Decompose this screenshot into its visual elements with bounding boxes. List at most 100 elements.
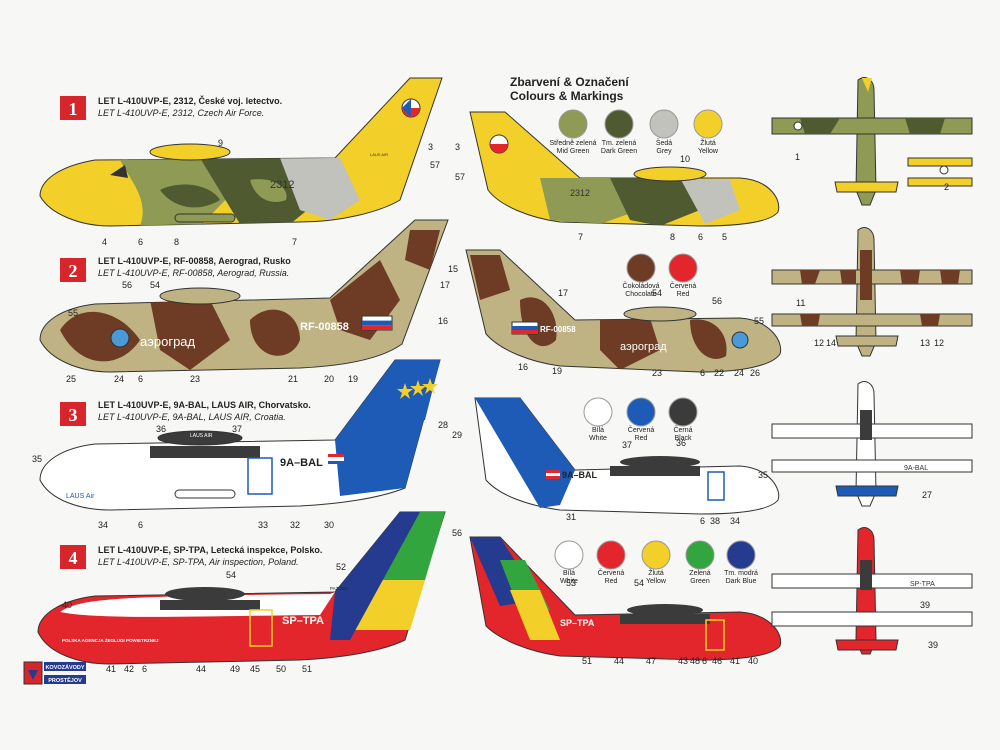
svg-text:8: 8 bbox=[174, 237, 179, 247]
scheme-number-badge: 4 bbox=[60, 545, 86, 569]
aircraft-side-right: 9A–BAL bbox=[474, 397, 780, 515]
svg-text:46: 46 bbox=[712, 656, 722, 666]
svg-text:55: 55 bbox=[68, 308, 78, 318]
svg-text:38: 38 bbox=[710, 516, 720, 526]
svg-text:5: 5 bbox=[722, 232, 727, 242]
svg-text:56: 56 bbox=[712, 296, 722, 306]
aircraft-top-view bbox=[771, 527, 973, 655]
svg-text:24: 24 bbox=[734, 368, 744, 378]
titling-text: LAUS Air bbox=[66, 493, 95, 500]
svg-text:Žlutá: Žlutá bbox=[700, 138, 716, 147]
svg-text:15: 15 bbox=[448, 264, 458, 274]
svg-text:Černá: Černá bbox=[673, 425, 692, 434]
svg-text:36: 36 bbox=[676, 438, 686, 448]
svg-text:35: 35 bbox=[32, 454, 42, 464]
svg-text:42: 42 bbox=[124, 664, 134, 674]
color-swatches: Bílá White Červená Red Černá Black bbox=[583, 397, 698, 442]
svg-text:6: 6 bbox=[138, 374, 143, 384]
scheme-number-badge: 2 bbox=[60, 258, 86, 282]
titling-text: POLSKA AGENCJA ŻEGLUGI POWIETRZNEJ bbox=[62, 637, 159, 643]
svg-text:41: 41 bbox=[106, 664, 116, 674]
svg-text:Červená: Červená bbox=[598, 568, 625, 577]
svg-text:33: 33 bbox=[258, 520, 268, 530]
svg-text:Tm. modrá: Tm. modrá bbox=[724, 570, 758, 577]
callout-top: 39 bbox=[920, 600, 930, 610]
svg-text:57: 57 bbox=[430, 160, 440, 170]
svg-text:31: 31 bbox=[566, 512, 576, 522]
svg-text:Tm. zelená: Tm. zelená bbox=[602, 140, 637, 147]
svg-text:16: 16 bbox=[518, 362, 528, 372]
svg-text:6: 6 bbox=[138, 237, 143, 247]
svg-text:6: 6 bbox=[702, 656, 707, 666]
kovozavody-logo: KOVOZÁVODY PROSTĚJOV bbox=[23, 661, 86, 685]
svg-text:4: 4 bbox=[102, 237, 107, 247]
svg-text:24: 24 bbox=[114, 374, 124, 384]
svg-text:Red: Red bbox=[677, 291, 690, 298]
svg-text:6: 6 bbox=[142, 664, 147, 674]
svg-text:21: 21 bbox=[288, 374, 298, 384]
svg-text:36: 36 bbox=[156, 424, 166, 434]
callout-top: 12 bbox=[934, 338, 944, 348]
aircraft-side-left: SP–TPA POLSKA AGENCJA ŻEGLUGI POWIETRZNE… bbox=[37, 511, 446, 665]
svg-text:30: 30 bbox=[324, 520, 334, 530]
fin-text: PAŻUGA bbox=[330, 585, 348, 591]
svg-text:Červená: Červená bbox=[628, 425, 655, 434]
callouts-right: 53 54 51 44 47 43 48 6 46 41 40 bbox=[566, 578, 758, 666]
svg-text:44: 44 bbox=[614, 656, 624, 666]
svg-text:White: White bbox=[560, 578, 578, 585]
callouts-right: 3 10 57 7 8 6 5 bbox=[455, 142, 727, 242]
callout-top: 14 bbox=[826, 338, 836, 348]
svg-text:32: 32 bbox=[290, 520, 300, 530]
callouts-left: 36 37 28 35 34 6 33 32 30 bbox=[32, 420, 448, 530]
aircraft-top-view bbox=[771, 381, 973, 507]
svg-text:Bílá: Bílá bbox=[563, 570, 575, 577]
svg-text:8: 8 bbox=[670, 232, 675, 242]
callouts-left: 56 52 54 40 41 42 6 44 49 45 50 51 bbox=[62, 528, 462, 674]
svg-text:34: 34 bbox=[730, 516, 740, 526]
svg-text:Mid Green: Mid Green bbox=[557, 148, 590, 155]
svg-text:56: 56 bbox=[122, 280, 132, 290]
svg-text:6: 6 bbox=[698, 232, 703, 242]
scheme-caption-cz: LET L-410UVP-E, 2312, České voj. letectv… bbox=[98, 95, 282, 106]
svg-text:37: 37 bbox=[622, 440, 632, 450]
color-swatches: Středně zelená Mid Green Tm. zelená Dark… bbox=[549, 109, 723, 155]
svg-text:аэроград: аэроград bbox=[620, 341, 667, 353]
svg-text:41: 41 bbox=[730, 656, 740, 666]
svg-text:Yellow: Yellow bbox=[646, 578, 667, 585]
svg-text:51: 51 bbox=[302, 664, 312, 674]
aircraft-top-view bbox=[771, 77, 973, 206]
registration-text: RF-00858 bbox=[300, 321, 349, 333]
svg-text:6: 6 bbox=[700, 368, 705, 378]
scheme-3: 3 LET L-410UVP-E, 9A-BAL, LAUS AIR, Chor… bbox=[32, 359, 973, 530]
svg-text:54: 54 bbox=[634, 578, 644, 588]
registration-text: 9A–BAL bbox=[280, 457, 323, 469]
svg-text:47: 47 bbox=[646, 656, 656, 666]
svg-text:23: 23 bbox=[652, 368, 662, 378]
scheme-caption-en: LET L-410UVP-E, 9A-BAL, LAUS AIR, Croati… bbox=[98, 412, 286, 422]
svg-text:54: 54 bbox=[226, 570, 236, 580]
svg-text:35: 35 bbox=[758, 470, 768, 480]
svg-text:Středně zelená: Středně zelená bbox=[549, 140, 596, 147]
svg-text:Yellow: Yellow bbox=[698, 148, 719, 155]
svg-text:2: 2 bbox=[69, 261, 78, 281]
top-registration: SP-TPA bbox=[910, 581, 935, 588]
svg-text:17: 17 bbox=[440, 280, 450, 290]
svg-text:53: 53 bbox=[566, 578, 576, 588]
logo-line2: PROSTĚJOV bbox=[48, 676, 82, 684]
aircraft-side-right: RF-00858 аэроград bbox=[465, 249, 782, 373]
roof-titling: LAUS AIR bbox=[190, 433, 213, 439]
scheme-caption-en: LET L-410UVP-E, RF-00858, Aerograd, Russ… bbox=[98, 268, 289, 278]
svg-text:17: 17 bbox=[558, 288, 568, 298]
svg-text:54: 54 bbox=[150, 280, 160, 290]
svg-text:48: 48 bbox=[690, 656, 700, 666]
svg-text:20: 20 bbox=[324, 374, 334, 384]
svg-text:SP–TPA: SP–TPA bbox=[560, 618, 595, 628]
callouts-right: 17 54 56 55 16 19 23 6 22 24 26 bbox=[518, 288, 764, 378]
svg-text:9A–BAL: 9A–BAL bbox=[562, 470, 598, 480]
svg-text:37: 37 bbox=[232, 424, 242, 434]
registration-text: 2312 bbox=[270, 179, 294, 191]
scheme-4: 4 LET L-410UVP-E, SP-TPA, Letecká inspek… bbox=[37, 511, 973, 674]
callout-top: 1 bbox=[795, 152, 800, 162]
svg-text:Bílá: Bílá bbox=[592, 427, 604, 434]
fin-text: LAUS AIR bbox=[370, 152, 388, 157]
